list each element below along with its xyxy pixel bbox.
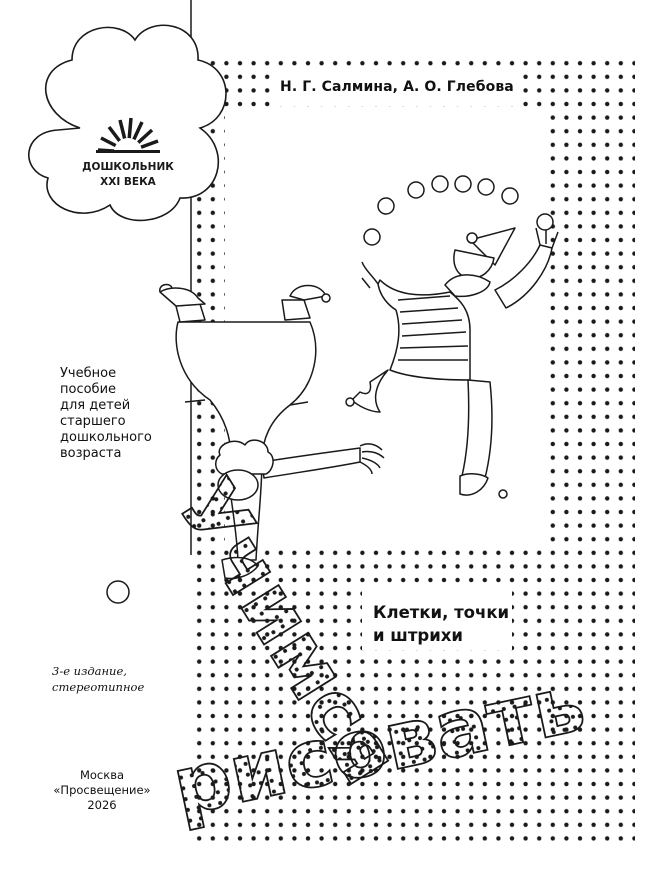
subtitle-line: Клетки, точки <box>373 603 510 622</box>
description-line: для детей <box>60 398 131 413</box>
juggling-balls <box>363 175 554 246</box>
authors-line: Н. Г. Салмина, А. О. Глебова <box>280 79 514 95</box>
description-line: возраста <box>60 446 122 461</box>
publisher-imprint: Москва «Просвещение» 2026 <box>52 768 152 813</box>
juggling-clown <box>345 224 559 499</box>
description-line: дошкольного <box>60 430 152 445</box>
edition-line: стереотипное <box>52 680 145 694</box>
description-line: старшего <box>60 414 126 429</box>
series-name-line2: XXI ВЕКА <box>100 176 157 188</box>
authors-panel <box>270 68 515 106</box>
subtitle-line: и штрихи <box>373 626 463 645</box>
description-line: пособие <box>60 382 117 397</box>
series-logo: ДОШКОЛЬНИК XXI ВЕКА <box>27 24 227 222</box>
imprint-publisher: «Просвещение» <box>53 783 151 797</box>
description-line: Учебное <box>60 366 117 381</box>
series-name-line1: ДОШКОЛЬНИК <box>82 161 174 173</box>
imprint-year: 2026 <box>87 798 117 812</box>
book-subtitle: Клетки, точки и штрихи <box>373 601 509 647</box>
book-description: Учебное пособие для детей старшего дошко… <box>60 366 152 462</box>
edition-line: 3-е издание, <box>52 664 127 678</box>
edition-note: 3-е издание, стереотипное <box>52 663 144 695</box>
handstand-clown <box>159 283 385 580</box>
imprint-city: Москва <box>79 768 125 782</box>
subtitle-panel <box>362 590 512 650</box>
